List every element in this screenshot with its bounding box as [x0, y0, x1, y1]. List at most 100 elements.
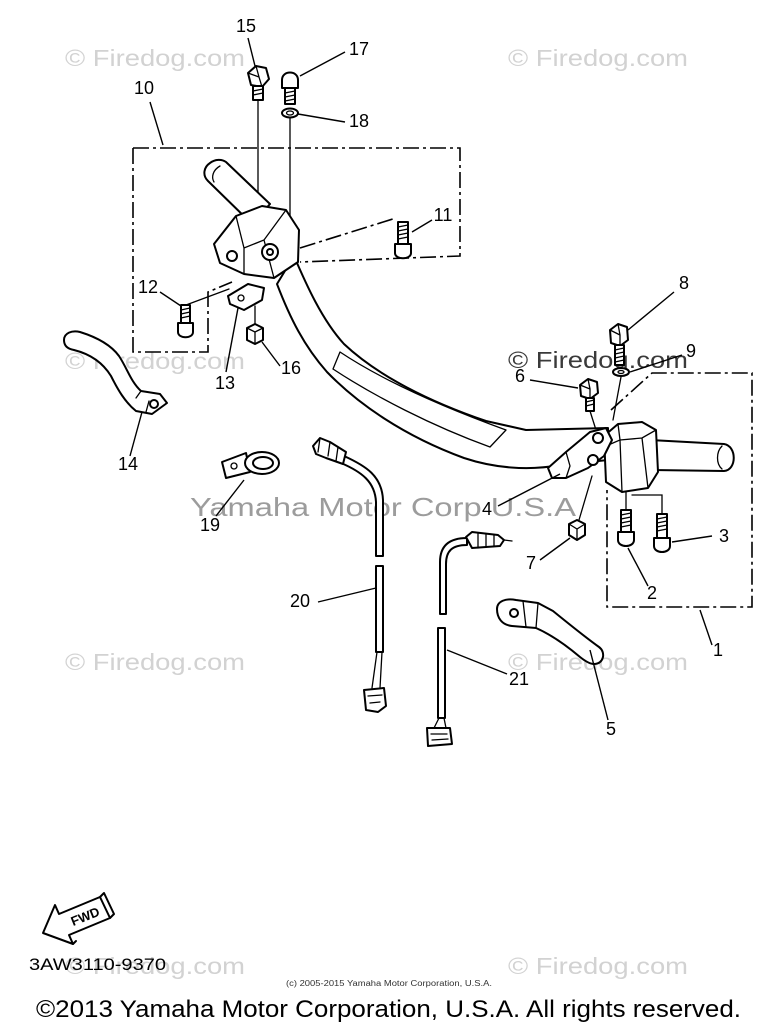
clamp-13-body: [227, 283, 265, 311]
holder-4-detail: [565, 451, 571, 479]
part-2-screw: [617, 509, 635, 547]
bolt-12-head: [177, 322, 194, 339]
cable-20-upper: [340, 455, 384, 557]
part-8-bolt: [609, 323, 629, 366]
callout-15: 15: [236, 16, 256, 36]
clamp-19-ring-inner: [252, 456, 274, 470]
leader-9: [629, 354, 683, 373]
fwd-arrow-shape: [42, 896, 111, 945]
bolt-8-head-edges: [609, 323, 621, 347]
holder-4-upper-hole: [592, 432, 604, 444]
bolt-8-threads: [614, 347, 625, 363]
callout-6: 6: [515, 366, 525, 386]
bolt-15-head-edges: [247, 65, 263, 88]
nut-7-edges: [568, 523, 586, 541]
right-grip-end-line: [716, 445, 723, 470]
left-grip: [203, 158, 271, 225]
left-switch-housing: [213, 205, 300, 279]
part-1-right-switch: [603, 421, 659, 493]
leader-21: [446, 649, 508, 675]
right-grip-body: [649, 439, 735, 472]
nut-16-edges: [246, 327, 264, 345]
washer-9-outer: [612, 367, 630, 377]
part-21-cable: [426, 531, 513, 747]
callout-16: 16: [281, 358, 301, 378]
bolt-11-head: [394, 243, 412, 260]
leader-5: [589, 649, 609, 721]
part-14-left-lever: [63, 330, 168, 415]
bolt-8-shank: [614, 344, 625, 366]
bolt-12-threads: [180, 307, 191, 319]
left-grip-body: [203, 158, 271, 225]
clamp-19-tab-hole: [230, 462, 238, 470]
leader-20: [317, 587, 377, 603]
leader-2: [627, 547, 649, 587]
part-11-bolt: [394, 221, 412, 260]
part-17-bolt: [281, 71, 299, 105]
footer-copyright: ©2013 Yamaha Motor Corporation, U.S.A. A…: [36, 996, 741, 1023]
forward-direction-arrow: FWD: [42, 892, 115, 945]
callout-11: 11: [434, 205, 453, 225]
holder-4-lower-hole: [587, 454, 599, 466]
callout-10: 10: [134, 78, 154, 98]
left-lever-pivot: [149, 399, 159, 409]
assembly-axis-6: [589, 410, 597, 431]
watermark-site-top-left: © Firedog.com: [65, 45, 245, 71]
cable-21-wires: [433, 717, 447, 729]
cable-20-lower: [375, 565, 384, 653]
leader-6: [529, 379, 579, 389]
callout-4: 4: [482, 499, 492, 519]
leader-12: [159, 291, 182, 307]
part-13-clamp: [227, 283, 265, 311]
diagram-copyright-notice: (c) 2005-2015 Yamaha Motor Corporation, …: [286, 979, 492, 988]
callout-9: 9: [686, 341, 696, 361]
callout-3: 3: [719, 526, 729, 546]
cable-20-wires: [371, 651, 383, 689]
right-lever-details: [522, 600, 539, 629]
screw-3-head: [653, 537, 671, 553]
right-lever-pivot: [509, 608, 519, 618]
callout-5: 5: [606, 719, 616, 739]
cable-20-plug: [312, 437, 347, 465]
cable-20-connector: [363, 687, 387, 713]
drawing-code: 3AW3110-9370: [29, 955, 166, 974]
leader-10: [149, 101, 164, 146]
callout-13: 13: [215, 373, 235, 393]
right-switch-edges: [605, 423, 657, 493]
leader-8: [627, 291, 675, 331]
callout-21: 21: [509, 669, 529, 689]
cable-21-plug-ribs: [477, 532, 513, 549]
assembly-10-boundary: [132, 147, 461, 353]
cable-21-plug: [465, 531, 505, 549]
leader-1: [699, 609, 713, 646]
leader-15: [247, 37, 256, 67]
clamp-19-tab: [221, 452, 251, 479]
bolt-6-head-edges: [579, 378, 591, 400]
assembly-1-boundary: [606, 372, 753, 608]
part-10-left-switch: [213, 205, 300, 279]
part-3-screw: [653, 513, 671, 553]
callout-14: 14: [118, 454, 138, 474]
cable-20-connector-detail: [367, 694, 383, 704]
left-switch-button: [226, 250, 238, 262]
assembly-10-bolt-line: [299, 217, 397, 249]
left-lever-details: [135, 390, 150, 413]
assembly-axis-3: [631, 494, 663, 515]
screw-2-head: [617, 531, 635, 547]
callout-12: 12: [138, 277, 158, 297]
handlebar-brace: [332, 351, 507, 448]
leader-19: [215, 479, 245, 517]
leader-16: [261, 341, 281, 367]
part-16-nut: [246, 323, 264, 345]
watermark-site-top-right: © Firedog.com: [508, 45, 688, 71]
part-18-washer: [281, 107, 299, 119]
callout-7: 7: [526, 553, 536, 573]
assembly-axis-9: [612, 376, 622, 421]
right-switch-housing: [603, 421, 659, 493]
part-4-lever-holder: [547, 427, 613, 479]
part-7-nut: [568, 519, 586, 541]
leader-3: [671, 535, 713, 543]
bolt-17-threads: [284, 90, 296, 102]
cable-20-plug-ribs: [317, 437, 339, 462]
